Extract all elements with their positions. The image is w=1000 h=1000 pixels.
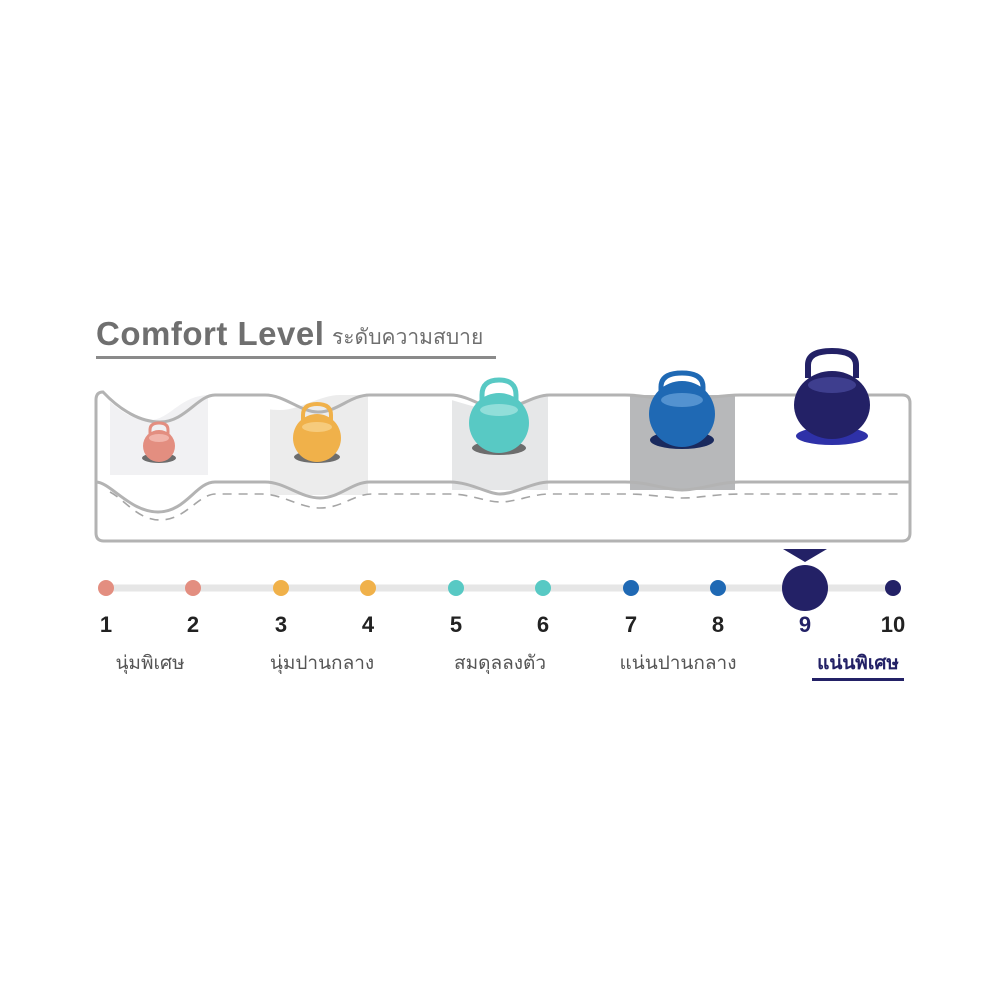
category-label: แน่นปานกลาง <box>619 652 737 674</box>
page-title: Comfort Level <box>96 315 325 352</box>
scale-dot-9 <box>782 565 828 611</box>
scale-dot-6 <box>535 580 551 596</box>
mattress-outline <box>94 390 912 543</box>
category-label: สมดุลลงตัว <box>453 652 547 674</box>
scale-number: 5 <box>449 612 463 637</box>
scale-dot-3 <box>273 580 289 596</box>
scale-number: 4 <box>361 612 375 637</box>
stitch-line <box>109 491 900 521</box>
comfort-level-header: Comfort Level ระดับความสบาย <box>96 312 496 360</box>
weight-extra-soft <box>142 421 176 463</box>
scale-number: 7 <box>624 612 638 637</box>
scale-dot-1 <box>98 580 114 596</box>
scale-dot-7 <box>623 580 639 596</box>
scale-dot-2 <box>185 580 201 596</box>
scale-number: 2 <box>186 612 200 637</box>
scale-number: 9 <box>798 612 812 637</box>
weight-medium-soft <box>293 401 341 463</box>
selected-category-underline <box>812 678 904 681</box>
category-label: นุ่มพิเศษ <box>115 652 185 674</box>
scale-number: 8 <box>711 612 725 637</box>
mattress-layer-line <box>95 480 910 514</box>
cover-top <box>96 360 910 420</box>
scale-dot-4 <box>360 580 376 596</box>
scale-number: 10 <box>880 612 906 637</box>
weight-extra-firm <box>794 347 870 445</box>
weight-medium-firm <box>649 370 715 449</box>
scale-number: 6 <box>536 612 550 637</box>
category-label: นุ่มปานกลาง <box>269 652 375 674</box>
title-underline <box>96 356 496 359</box>
page-subtitle: ระดับความสบาย <box>332 325 484 349</box>
category-label: แน่นพิเศษ <box>817 652 899 674</box>
selected-pointer-icon <box>783 549 827 562</box>
scale-dot-5 <box>448 580 464 596</box>
scale-dot-10 <box>885 580 901 596</box>
scale-number: 3 <box>274 612 288 637</box>
scale-dots <box>98 565 901 611</box>
scale-dot-8 <box>710 580 726 596</box>
scale-number: 1 <box>99 612 113 637</box>
weight-balanced <box>469 377 529 455</box>
